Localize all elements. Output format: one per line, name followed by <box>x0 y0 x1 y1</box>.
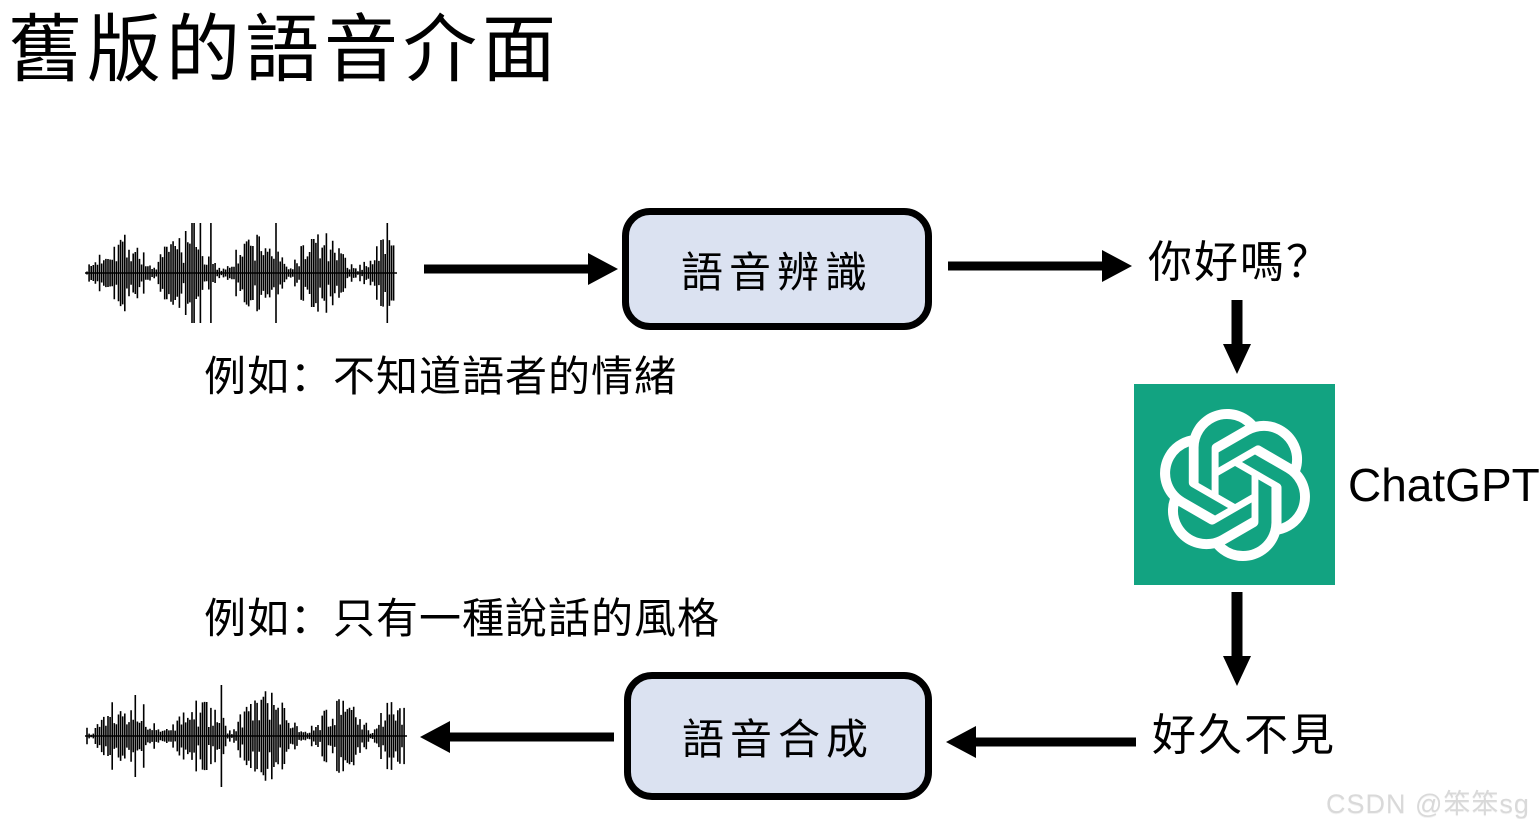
speech-synthesis-label: 語音合成 <box>681 715 874 763</box>
response-text: 好久不見 <box>1152 711 1336 760</box>
arrow-right-icon <box>948 250 1132 282</box>
speech-recognition-box: 語音辨識 <box>622 208 932 330</box>
arrow-left-icon <box>420 721 614 753</box>
arrow-down-icon <box>1223 300 1251 374</box>
note-recognition-limit: 例如：不知道語者的情緒 <box>204 353 678 400</box>
note-synthesis-limit: 例如：只有一種說話的風格 <box>204 595 721 642</box>
input-audio-waveform-icon <box>85 223 397 323</box>
arrow-left-icon <box>946 726 1136 758</box>
output-audio-waveform-icon <box>85 685 407 787</box>
speech-recognition-label: 語音辨識 <box>680 248 873 296</box>
chatgpt-label: ChatGPT <box>1348 459 1540 511</box>
chatgpt-logo-tile <box>1134 384 1335 585</box>
speech-synthesis-box: 語音合成 <box>624 672 932 800</box>
recognized-text: 你好嗎？ <box>1148 238 1332 287</box>
slide-title: 舊版的語音介面 <box>8 8 561 91</box>
csdn-watermark: CSDN @笨笨sg <box>1326 789 1530 819</box>
arrow-down-icon <box>1223 592 1251 686</box>
openai-flower-icon <box>1159 408 1310 561</box>
arrow-right-icon <box>424 253 618 285</box>
